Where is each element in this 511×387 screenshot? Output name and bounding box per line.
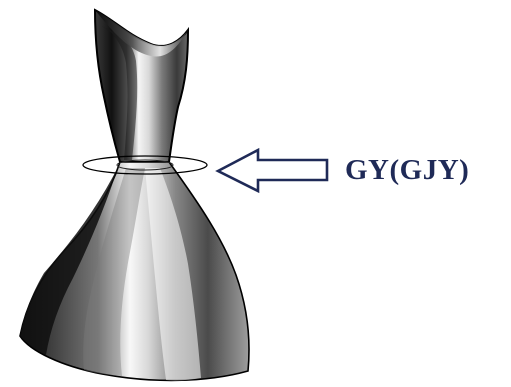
throat-ring-outer (82, 155, 208, 175)
nozzle-top-lip (95, 10, 188, 57)
nozzle-neck-shadow (101, 26, 138, 160)
throat-ring-inner (116, 159, 174, 171)
left-arrow-icon (215, 147, 329, 194)
nozzle-bell-mid-shade (83, 168, 145, 376)
nozzle-bell-highlight (145, 168, 201, 381)
nozzle-upper-body (93, 8, 190, 163)
annotation-label: GY(GJY) (345, 154, 470, 186)
nozzle-bell-left-shadow (20, 165, 119, 355)
